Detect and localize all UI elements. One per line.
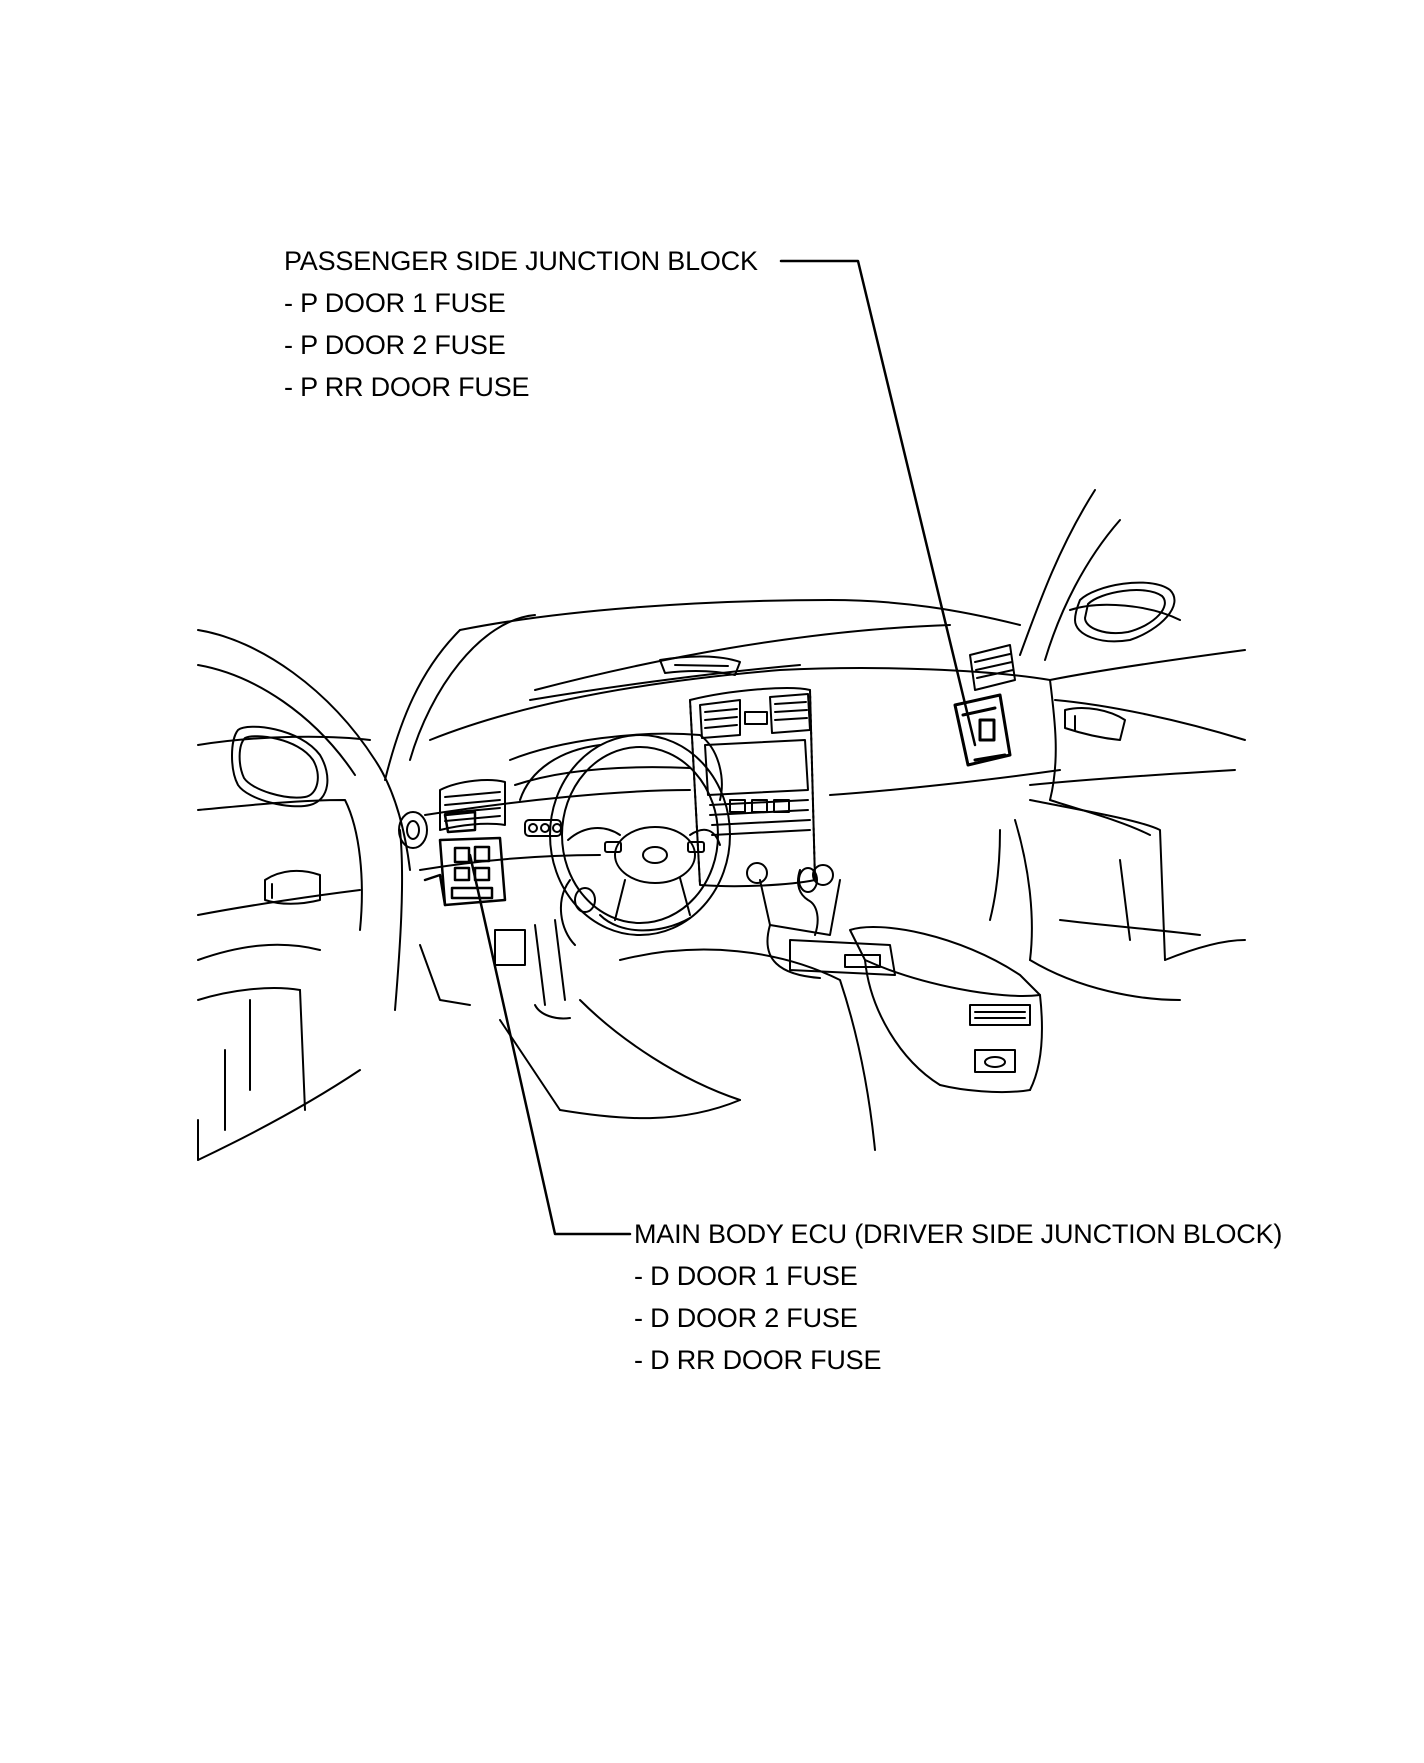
center-stack <box>689 687 834 888</box>
driver-fuse-item: - D DOOR 1 FUSE <box>634 1261 858 1291</box>
driver-junction-block-title: MAIN BODY ECU (DRIVER SIDE JUNCTION BLOC… <box>634 1219 1283 1249</box>
passenger-junction-block-title: PASSENGER SIDE JUNCTION BLOCK <box>284 246 758 276</box>
steering-column <box>559 879 596 946</box>
windshield-top <box>459 599 1021 691</box>
front-seats <box>494 919 876 1151</box>
passenger-junction-block <box>953 693 1012 767</box>
driver-fuse-item: - D DOOR 2 FUSE <box>634 1303 858 1333</box>
left-air-vent <box>439 779 506 831</box>
center-stack-trim <box>689 689 816 886</box>
left-speaker <box>398 811 428 849</box>
driver-leader-line <box>468 853 632 1236</box>
a-pillar-right <box>1019 489 1181 661</box>
instrument-cluster <box>509 732 723 837</box>
driver-fuse-item: - D RR DOOR FUSE <box>634 1345 882 1375</box>
left-door-handle <box>264 869 321 905</box>
center-armrest <box>849 926 1043 1094</box>
right-door-outline <box>989 649 1246 1001</box>
right-air-vent <box>969 644 1016 691</box>
left-door-outline <box>197 629 411 1161</box>
passenger-fuse-item: - P RR DOOR FUSE <box>284 372 530 402</box>
right-door-handle <box>1064 707 1126 741</box>
dashboard-outline <box>419 664 1151 871</box>
steering-wheel <box>549 734 731 936</box>
left-mirror <box>231 725 329 808</box>
pedals <box>419 944 571 1020</box>
passenger-leader-line <box>779 259 977 747</box>
passenger-fuse-item: - P DOOR 1 FUSE <box>284 288 506 318</box>
passenger-fuse-item: - P DOOR 2 FUSE <box>284 330 506 360</box>
defrost-vent <box>659 655 741 676</box>
right-mirror <box>1074 581 1176 643</box>
driver-junction-block-callout: MAIN BODY ECU (DRIVER SIDE JUNCTION BLOC… <box>634 1213 1282 1381</box>
passenger-junction-block-callout: PASSENGER SIDE JUNCTION BLOCK - P DOOR 1… <box>284 240 758 408</box>
